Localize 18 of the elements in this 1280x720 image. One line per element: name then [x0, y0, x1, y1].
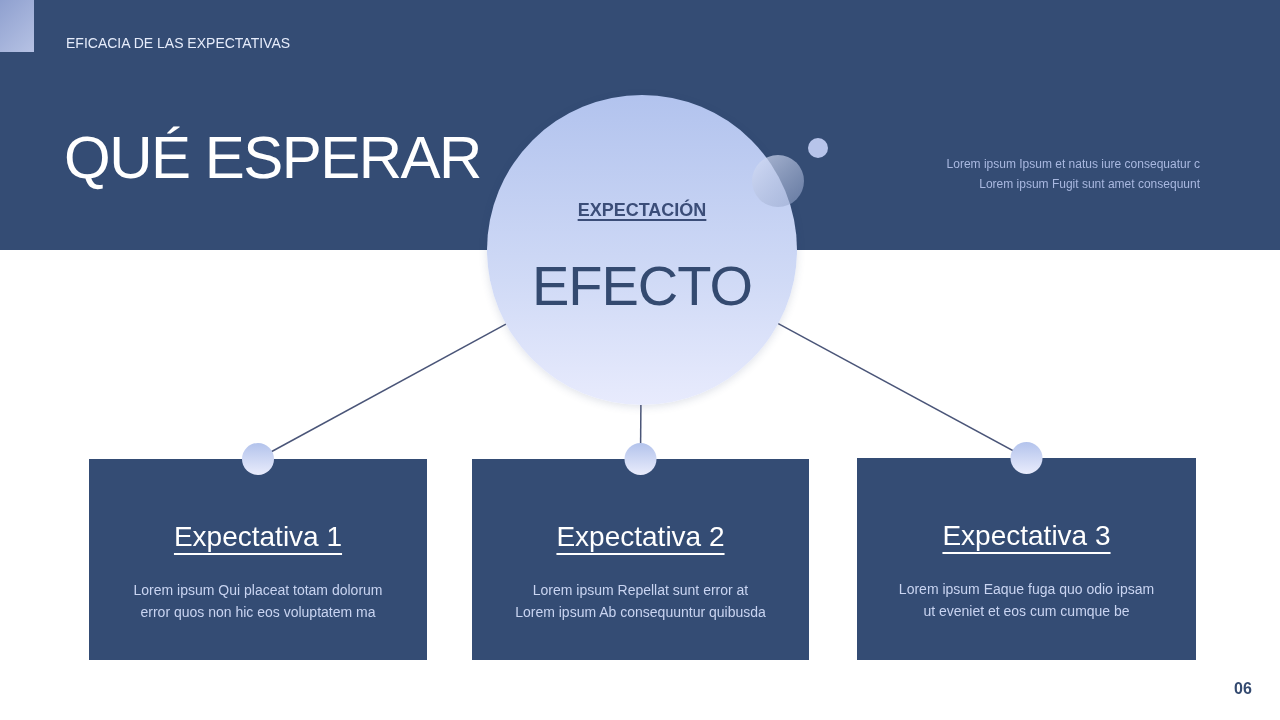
card-title: Expectativa 2 — [556, 520, 725, 554]
card-text: Lorem ipsum Qui placeat totam dolorum error quos non hic eos voluptatem ma — [132, 581, 384, 622]
circle-heading: EXPECTACIÓN — [577, 199, 707, 221]
connector-line — [624, 404, 657, 475]
slide-title: QUÉ ESPERAR — [64, 123, 481, 193]
card-title: Expectativa 3 — [942, 519, 1111, 553]
card-text: Lorem ipsum Eaque fuga quo odio ipsam ut eveniet et eos cum cumque be — [897, 580, 1156, 621]
connector-line — [777, 322, 1043, 474]
circle-main-text: EFECTO — [531, 253, 753, 319]
content-card — [472, 459, 809, 660]
connector-line — [242, 323, 507, 475]
page-number: 06 — [1234, 679, 1252, 699]
content-card — [857, 458, 1196, 660]
section-label: EFICACIA DE LAS EXPECTATIVAS — [66, 34, 291, 52]
content-card — [89, 459, 427, 660]
card-text: Lorem ipsum Repellat sunt error at Lorem ipsum Ab consequuntur quibusda — [514, 581, 767, 622]
intro-text: Lorem ipsum Ipsum et natus iure consequatur c Lorem ipsum Fugit sunt amet consequunt — [945, 156, 1200, 193]
card-title: Expectativa 1 — [173, 520, 343, 554]
